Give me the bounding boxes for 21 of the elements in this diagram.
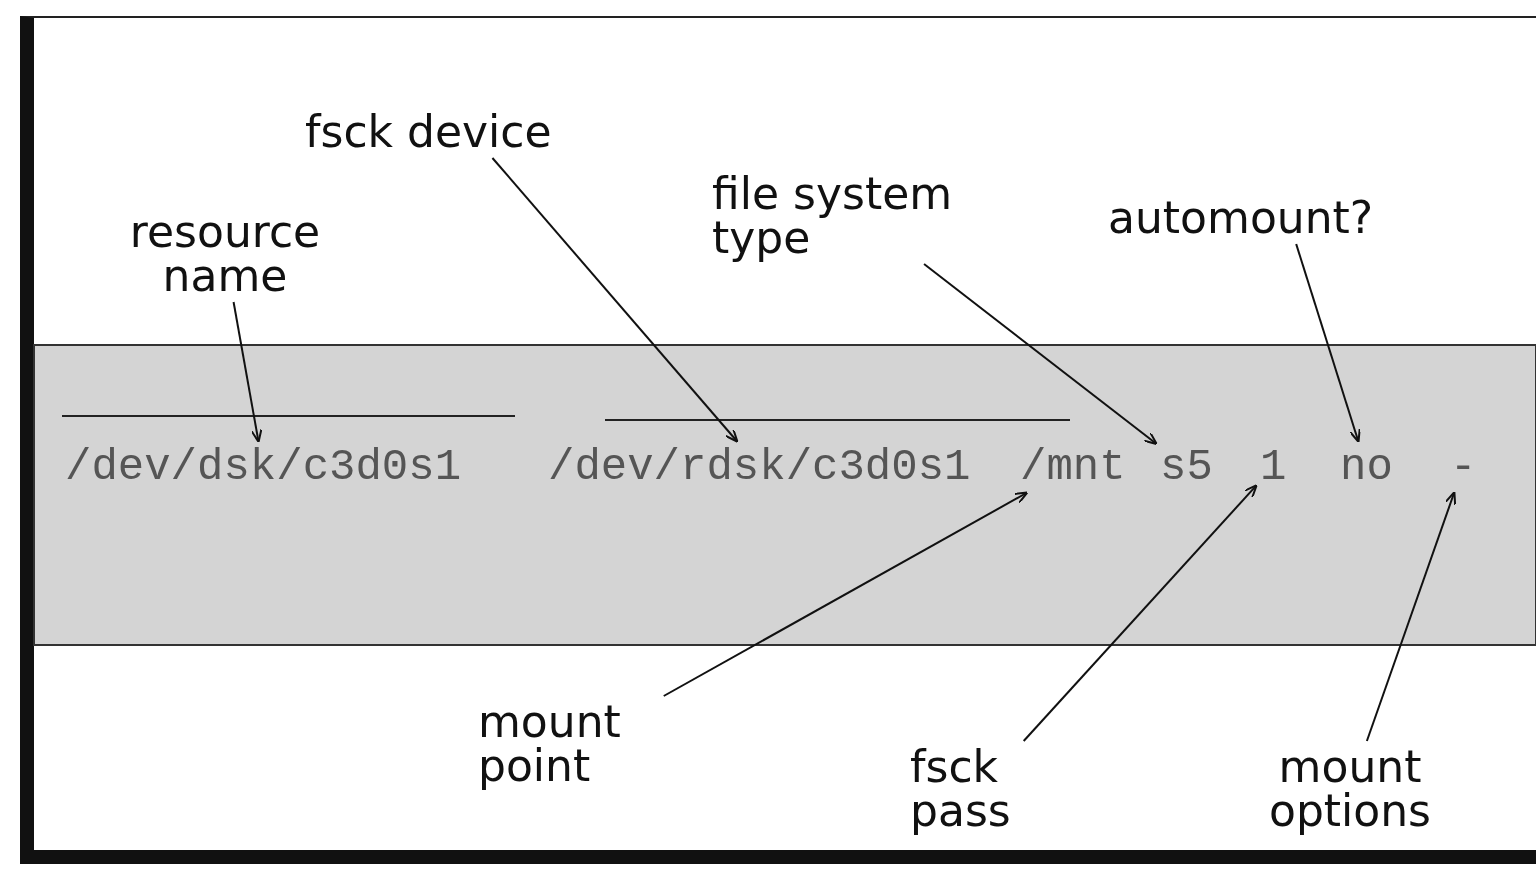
callout-label: mount options xyxy=(1240,745,1460,833)
leader-line xyxy=(662,491,1029,697)
leader-line xyxy=(1365,491,1457,742)
leader-line xyxy=(232,301,263,443)
field-value: /dev/rdsk/c3d0s1 xyxy=(548,445,971,489)
field-value: /dev/dsk/c3d0s1 xyxy=(65,445,462,489)
callout-label: file system type xyxy=(712,172,1012,260)
field-value: - xyxy=(1450,445,1477,489)
field-value: no xyxy=(1340,445,1393,489)
leader-line xyxy=(1022,484,1258,742)
callout-label: resource name xyxy=(100,210,350,298)
callout-label: automount? xyxy=(1108,196,1468,240)
leader-line xyxy=(923,263,1158,446)
callout-label: fsck pass xyxy=(910,745,1050,833)
leader-line xyxy=(491,157,739,443)
field-value: 1 xyxy=(1260,445,1287,489)
callout-label: fsck device xyxy=(305,110,635,154)
leader-line xyxy=(1295,243,1361,443)
field-value: /mnt xyxy=(1020,445,1126,489)
field-value: s5 xyxy=(1160,445,1213,489)
callout-label: mount point xyxy=(478,700,678,788)
